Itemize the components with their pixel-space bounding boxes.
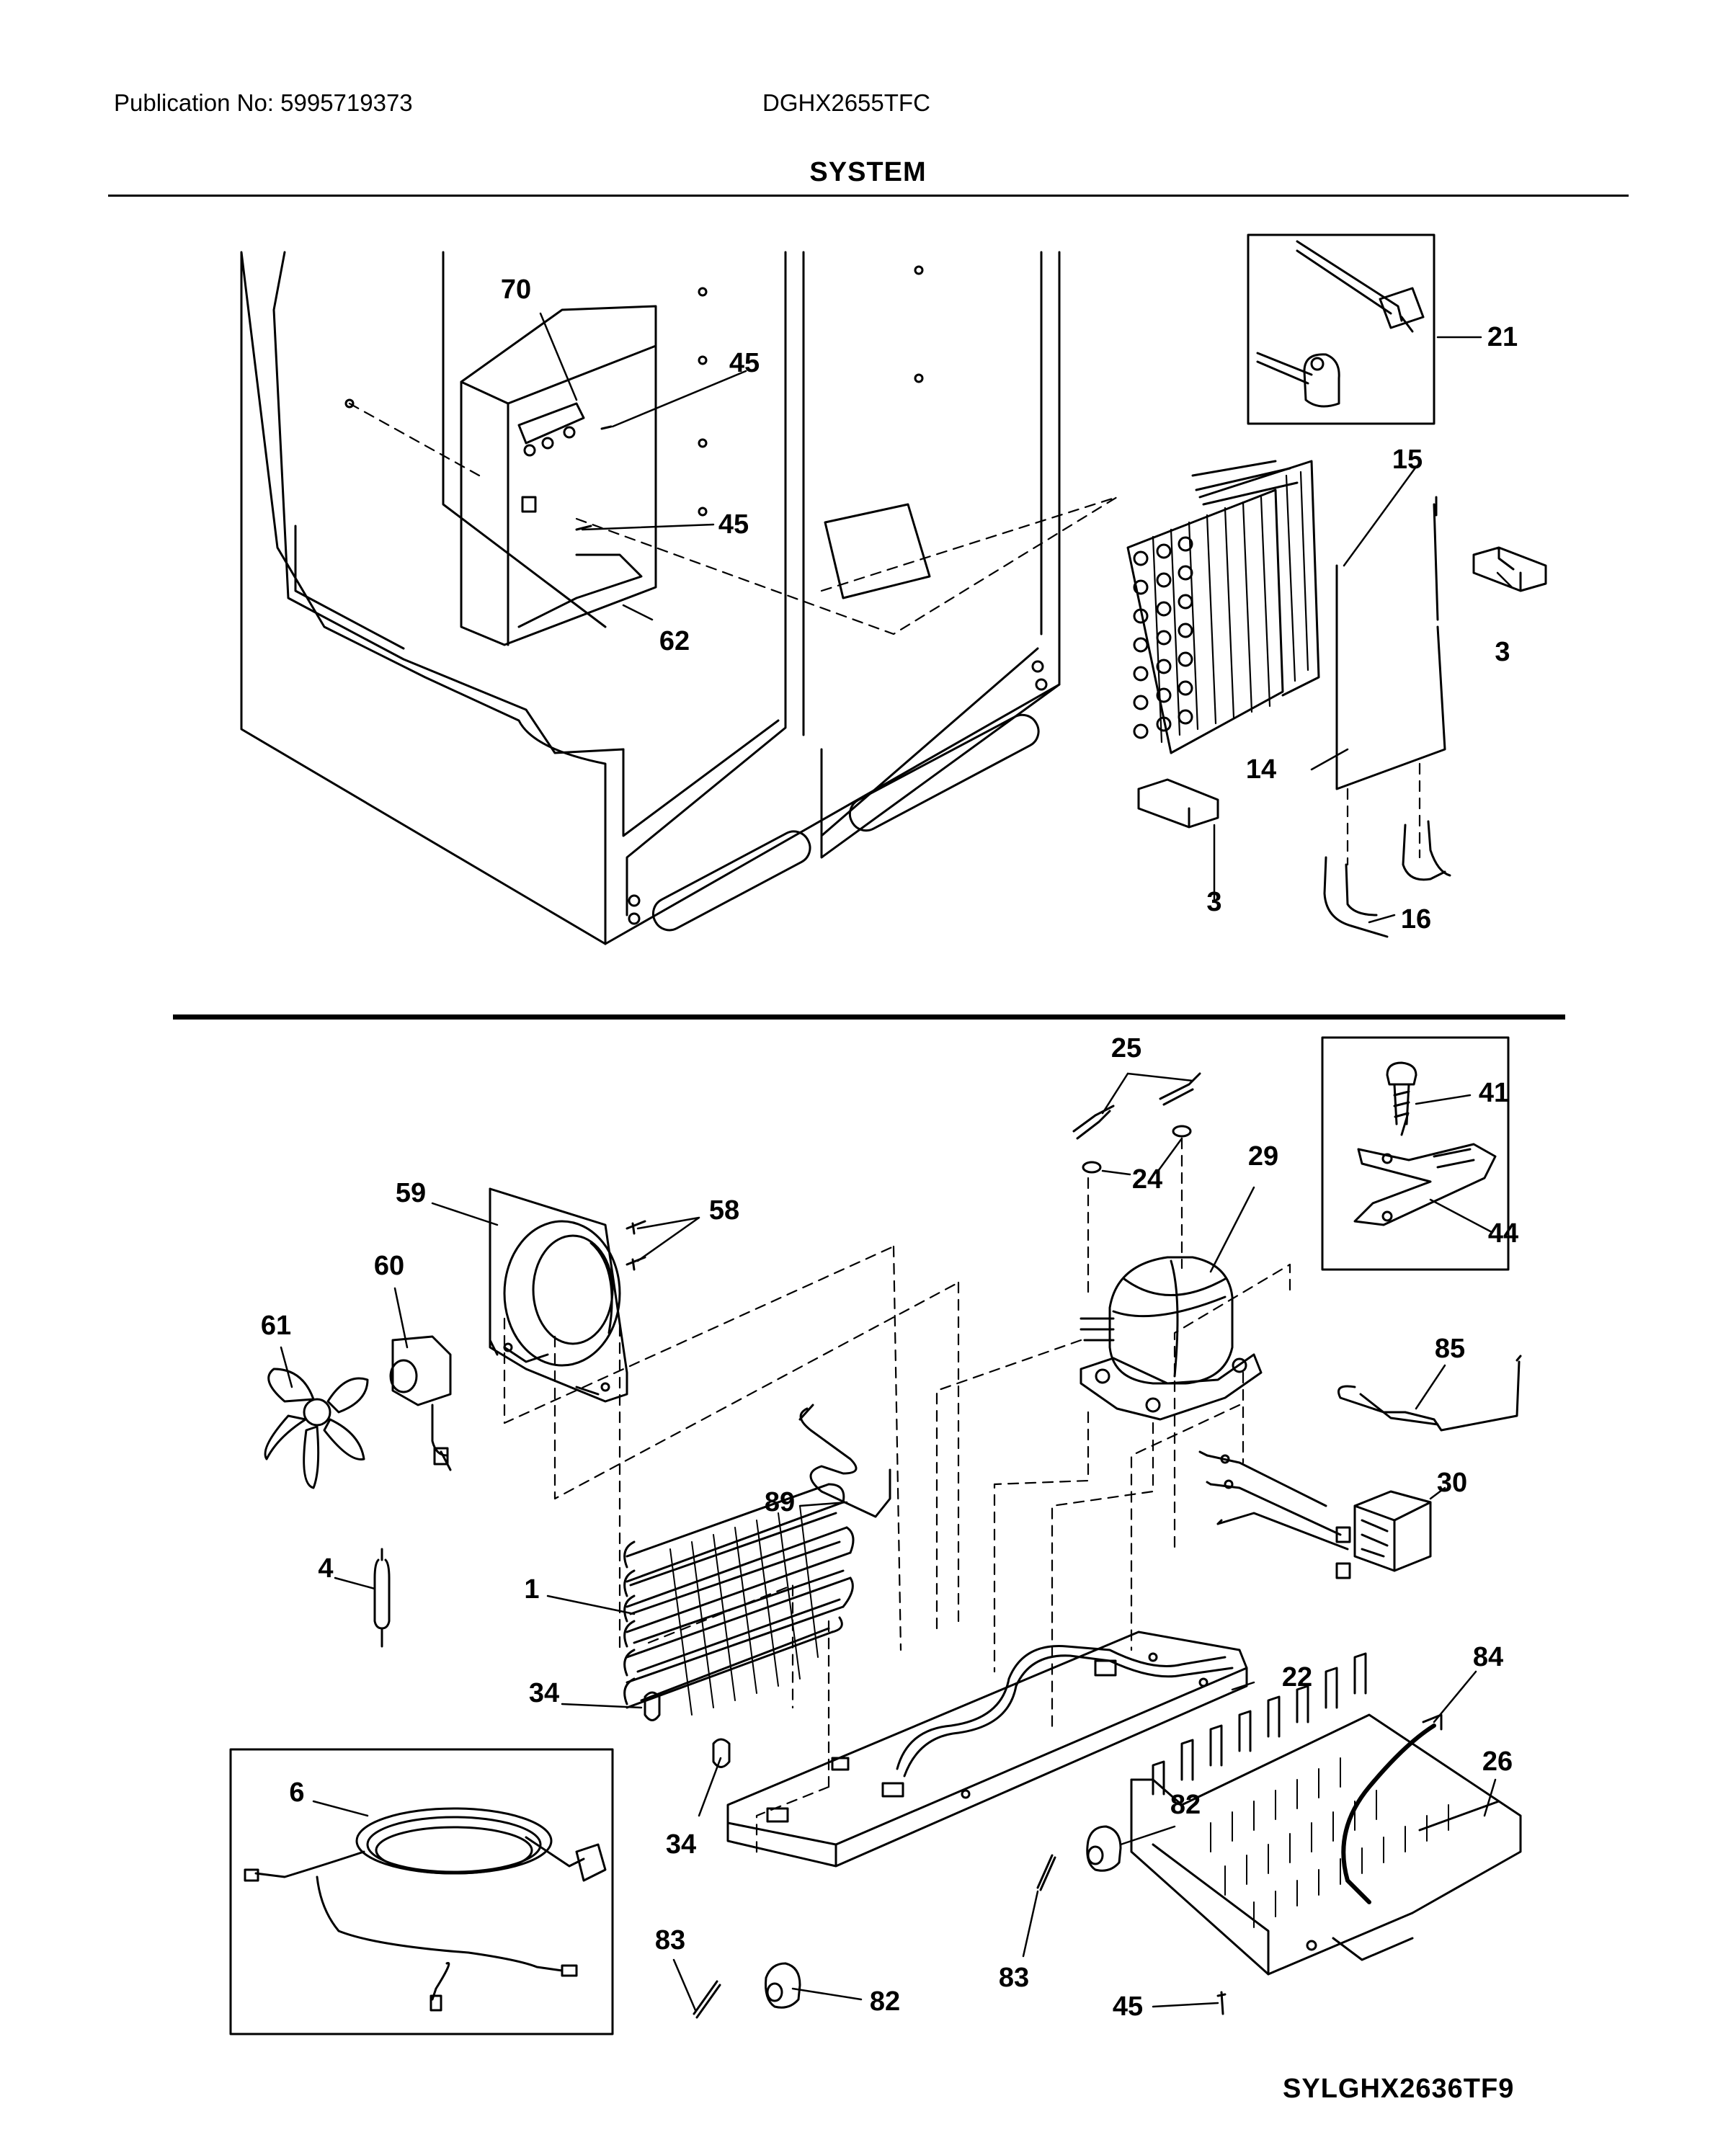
fan-shroud [489,1187,628,1403]
callout-70: 70 [500,275,532,305]
callout-89: 89 [764,1487,796,1517]
callout-24: 24 [1131,1164,1163,1195]
callout-84: 84 [1472,1642,1504,1672]
section-title: SYSTEM [809,157,927,187]
cabinet-liner [240,251,1061,945]
callout-34-upper: 34 [528,1678,560,1708]
ice-bucket-housing [460,305,657,646]
callout-45-drain-pan: 45 [1112,1991,1144,2022]
callout-41: 41 [1478,1078,1510,1108]
callout-44: 44 [1487,1218,1519,1249]
compressor-base-plate [726,1631,1248,1868]
callout-83-right: 83 [998,1963,1030,1993]
leader-lines [280,312,1513,2012]
pins-and-feet [693,1825,1227,2019]
callout-82-upper: 82 [1170,1790,1201,1820]
connecting-tube [1337,1355,1522,1432]
inset-41-44-drawing [1353,1061,1497,1226]
fan-screws [626,1220,646,1271]
callout-34-lower: 34 [665,1829,697,1860]
callout-1: 1 [524,1574,540,1605]
condenser-tube [1335,496,1446,790]
callout-45-ice-bucket-upper: 45 [729,348,760,378]
inset-part-21 [1247,233,1435,425]
condenser-coil [1126,460,1320,754]
callout-3-upper-right: 3 [1495,637,1510,667]
inset-part-41-44 [1321,1036,1510,1271]
callout-4: 4 [318,1553,334,1584]
drain-pan [1130,1652,1522,1976]
callout-22: 22 [1281,1662,1313,1692]
callout-29: 29 [1247,1141,1279,1172]
callout-14: 14 [1245,754,1277,785]
callout-3-lower: 3 [1206,887,1222,917]
fan-blade [264,1368,369,1489]
callout-15: 15 [1392,445,1423,475]
callout-6: 6 [289,1778,305,1808]
publication-number: Publication No: 5995719373 [114,89,413,116]
callout-60: 60 [373,1251,405,1281]
callout-85: 85 [1434,1334,1466,1364]
guide-lines-lower [503,1137,1291,1860]
guide-lines-tube [1346,762,1421,866]
callout-59: 59 [395,1178,427,1208]
callout-45-ice-bucket-lower: 45 [718,509,749,540]
callout-82-lower: 82 [869,1986,901,2017]
section-divider [173,1014,1565,1020]
callout-26: 26 [1482,1747,1513,1777]
pads [1137,546,1547,829]
callout-16: 16 [1400,904,1432,935]
start-relay [1198,1450,1432,1579]
callout-83-left: 83 [654,1925,686,1955]
callout-62: 62 [659,626,690,656]
evaporator-coil [623,1483,855,1716]
fan-motor [389,1335,452,1471]
power-cord [244,1807,607,2012]
diagram-code: SYLGHX2636TF9 [1283,2074,1515,2104]
tube-clips [1323,820,1451,938]
grommets [1072,1072,1201,1174]
filter-drier [373,1548,391,1648]
inset-21-drawing [1256,240,1425,408]
process-tube [798,1404,891,1518]
inset-part-6 [229,1748,614,2035]
header-rule [108,195,1629,197]
callout-30: 30 [1436,1468,1468,1498]
callout-21: 21 [1487,322,1518,352]
drain-hose [1341,1713,1443,1904]
callout-58: 58 [708,1195,740,1226]
callout-61: 61 [260,1311,292,1341]
model-number: DGHX2655TFC [762,89,930,116]
compressor [1080,1256,1263,1421]
guide-lines-upper [348,402,1118,635]
callout-25: 25 [1110,1033,1142,1063]
mounting-grommets [644,1691,731,1768]
